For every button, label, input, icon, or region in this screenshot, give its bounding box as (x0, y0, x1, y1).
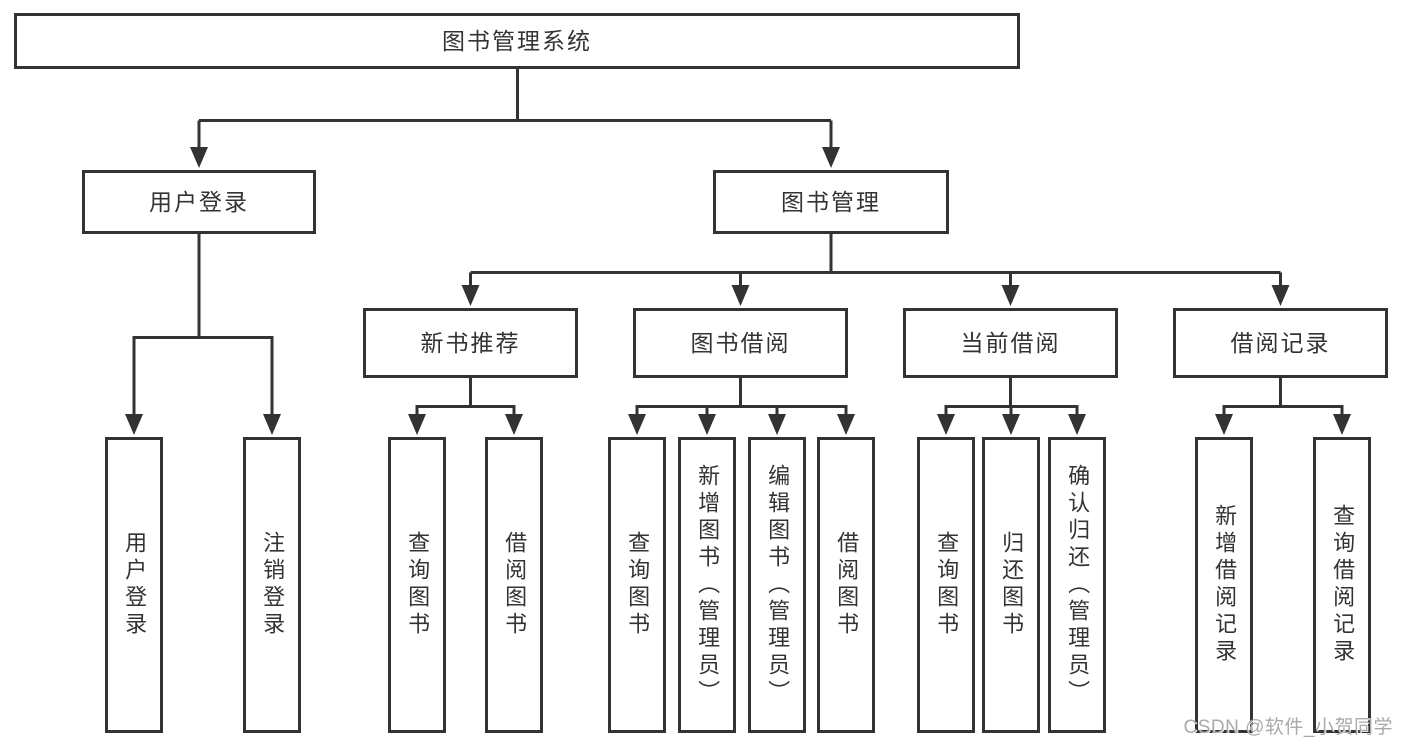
node-current-borrowing: 当前借阅 (903, 308, 1118, 378)
node-current-borrowing-label: 当前借阅 (960, 329, 1061, 356)
node-leaf-return-books-label: 归还图书 (999, 531, 1025, 639)
node-leaf-confirm-return-admin: 确认归还（管理员） (1048, 437, 1106, 733)
connector-book-borrowing-to-leaves (628, 378, 855, 435)
node-leaf-query-borrow-record: 查询借阅记录 (1313, 437, 1371, 733)
node-user-login-label: 用户登录 (149, 188, 249, 215)
node-leaf-confirm-return-admin-label: 确认归还（管理员） (1065, 463, 1091, 707)
node-leaf-add-books-admin: 新增图书（管理员） (678, 437, 736, 733)
node-leaf-logout-label: 注销登录 (260, 531, 286, 639)
node-leaf-query-books-borrowing: 查询图书 (608, 437, 666, 733)
node-library-management-system-label: 图书管理系统 (442, 27, 592, 54)
node-borrowing-records: 借阅记录 (1173, 308, 1388, 378)
node-user-login: 用户登录 (82, 170, 316, 234)
connector-root-to-level2 (190, 69, 840, 168)
node-leaf-add-borrow-record-label: 新增借阅记录 (1212, 504, 1238, 666)
node-leaf-query-books-current: 查询图书 (917, 437, 975, 733)
node-leaf-query-books-recommend-label: 查询图书 (405, 531, 431, 639)
node-leaf-borrow-books-recommend: 借阅图书 (485, 437, 543, 733)
node-book-borrowing: 图书借阅 (633, 308, 848, 378)
node-new-book-recommend: 新书推荐 (363, 308, 578, 378)
node-leaf-user-login-label: 用户登录 (122, 531, 148, 639)
node-leaf-add-books-admin-label: 新增图书（管理员） (695, 463, 721, 707)
node-leaf-edit-books-admin-label: 编辑图书（管理员） (765, 463, 791, 707)
node-leaf-edit-books-admin: 编辑图书（管理员） (748, 437, 806, 733)
node-leaf-borrow-books-borrowing-label: 借阅图书 (834, 531, 860, 639)
connector-borrowing-records-to-leaves (1215, 378, 1351, 435)
node-leaf-add-borrow-record: 新增借阅记录 (1195, 437, 1253, 733)
connector-current-borrowing-to-leaves (937, 378, 1086, 435)
node-borrowing-records-label: 借阅记录 (1230, 329, 1331, 356)
node-leaf-query-books-current-label: 查询图书 (934, 531, 960, 639)
node-book-management: 图书管理 (713, 170, 949, 234)
node-leaf-user-login: 用户登录 (105, 437, 163, 733)
node-leaf-return-books: 归还图书 (982, 437, 1040, 733)
node-library-management-system: 图书管理系统 (14, 13, 1020, 69)
connector-book-management-to-level3 (461, 233, 1290, 306)
watermark: CSDN @软件_小贺同学 (1183, 717, 1393, 738)
node-leaf-logout: 注销登录 (243, 437, 301, 733)
node-leaf-query-borrow-record-label: 查询借阅记录 (1330, 504, 1356, 666)
node-book-management-label: 图书管理 (781, 188, 881, 215)
connector-user-login-to-leaves (125, 233, 281, 435)
node-new-book-recommend-label: 新书推荐 (420, 329, 521, 356)
node-leaf-query-books-borrowing-label: 查询图书 (625, 531, 651, 639)
node-book-borrowing-label: 图书借阅 (690, 329, 791, 356)
node-leaf-borrow-books-borrowing: 借阅图书 (817, 437, 875, 733)
connector-new-book-recommend-to-leaves (408, 378, 523, 435)
node-leaf-borrow-books-recommend-label: 借阅图书 (502, 531, 528, 639)
node-leaf-query-books-recommend: 查询图书 (388, 437, 446, 733)
